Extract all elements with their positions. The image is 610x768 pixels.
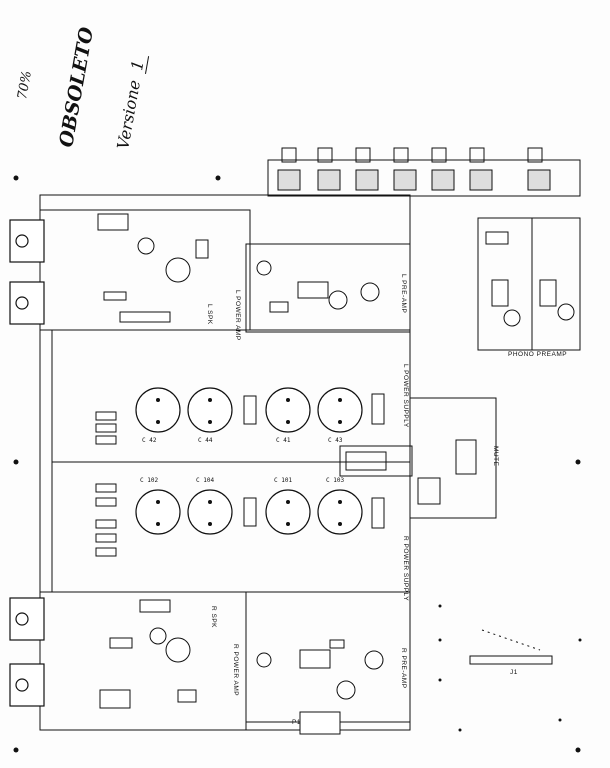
filter-capacitors — [135, 387, 363, 535]
svg-text:1: 1 — [127, 59, 147, 72]
section-r-power-amp: R POWER AMP — [232, 644, 239, 696]
cap-label: C 43 — [328, 437, 343, 444]
section-mute: MUTE — [492, 446, 499, 467]
bridge-rectifiers — [243, 393, 385, 529]
label-l-spk: L SPK — [206, 304, 213, 325]
svg-text:OBSOLETO: OBSOLETO — [55, 25, 98, 149]
cap-label: C 42 — [142, 437, 157, 444]
obsoleto-note: OBSOLETO — [55, 25, 98, 149]
cap-label: C 103 — [326, 477, 344, 484]
section-l-pre-amp: L PRE-AMP — [400, 274, 407, 313]
amp-components — [97, 213, 575, 735]
label-r-spk: R SPK — [210, 606, 217, 628]
cap-label: C 104 — [196, 477, 214, 484]
power-transistors — [9, 219, 45, 707]
cap-label: C 44 — [198, 437, 213, 444]
section-r-pre-amp: R PRE-AMP — [400, 648, 407, 689]
percent-note: 70% — [15, 70, 35, 101]
section-phono-preamp: PHONO PREAMP — [508, 351, 567, 358]
svg-text:70%: 70% — [15, 70, 35, 101]
mute-relay — [339, 439, 477, 505]
section-r-power-supply: R POWER SUPPLY — [402, 536, 409, 601]
board-outlines — [39, 194, 581, 731]
registration-dots — [13, 175, 581, 753]
rca-connector-row — [267, 147, 581, 197]
svg-text:Versione: Versione — [113, 79, 144, 151]
version-note: Versione 1 — [113, 56, 150, 151]
cap-label: C 102 — [140, 477, 158, 484]
section-l-power-amp: L POWER AMP — [234, 290, 241, 341]
label-p1: P1 — [292, 719, 301, 726]
diode-banks — [95, 411, 117, 557]
pin-header — [469, 629, 553, 665]
cap-label: C 101 — [274, 477, 292, 484]
section-l-power-supply: L POWER SUPPLY — [402, 364, 409, 428]
label-j1: J1 — [510, 669, 518, 676]
cap-label: C 41 — [276, 437, 291, 444]
